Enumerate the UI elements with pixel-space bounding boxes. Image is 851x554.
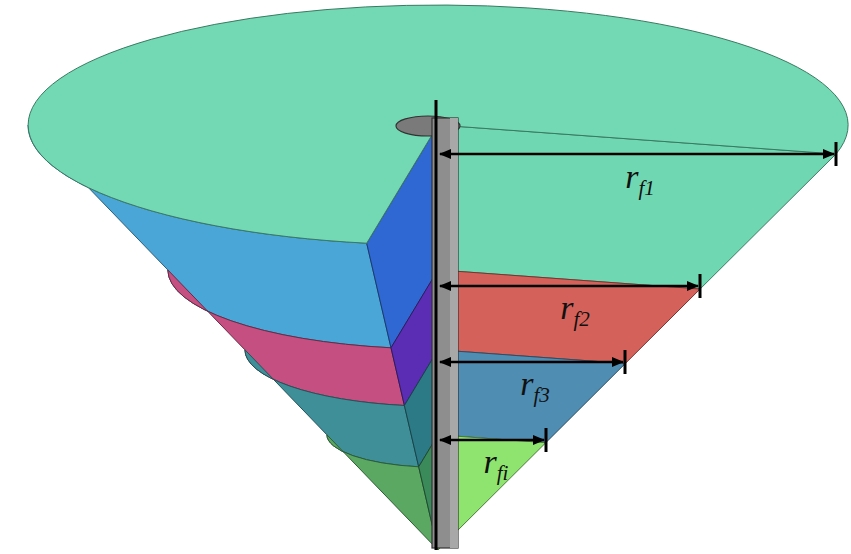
axis-line xyxy=(435,100,438,550)
section-face xyxy=(438,270,700,364)
dimension-tick xyxy=(545,428,548,452)
dimension-line xyxy=(440,153,834,156)
symbol: r xyxy=(484,443,497,480)
subscript: f2 xyxy=(573,307,589,331)
dimension-tick xyxy=(699,274,702,298)
symbol: r xyxy=(520,365,533,402)
symbol: r xyxy=(625,158,638,195)
dimension-label: rfi xyxy=(484,445,509,484)
dimension-line xyxy=(440,439,544,442)
dimension-label: rf1 xyxy=(625,160,655,199)
subscript: fi xyxy=(497,461,509,485)
subscript: f1 xyxy=(638,176,654,200)
dimension-label: rf3 xyxy=(520,367,550,406)
symbol: r xyxy=(560,289,573,326)
dimension-line xyxy=(440,285,698,288)
dimension-line xyxy=(440,361,623,364)
shaft-highlight xyxy=(450,118,458,548)
outer-band xyxy=(245,350,419,467)
dimension-tick xyxy=(624,350,627,374)
dimension-label: rf2 xyxy=(560,291,590,330)
section-face xyxy=(438,350,625,443)
subscript: f3 xyxy=(533,383,549,407)
dimension-tick xyxy=(835,142,838,166)
